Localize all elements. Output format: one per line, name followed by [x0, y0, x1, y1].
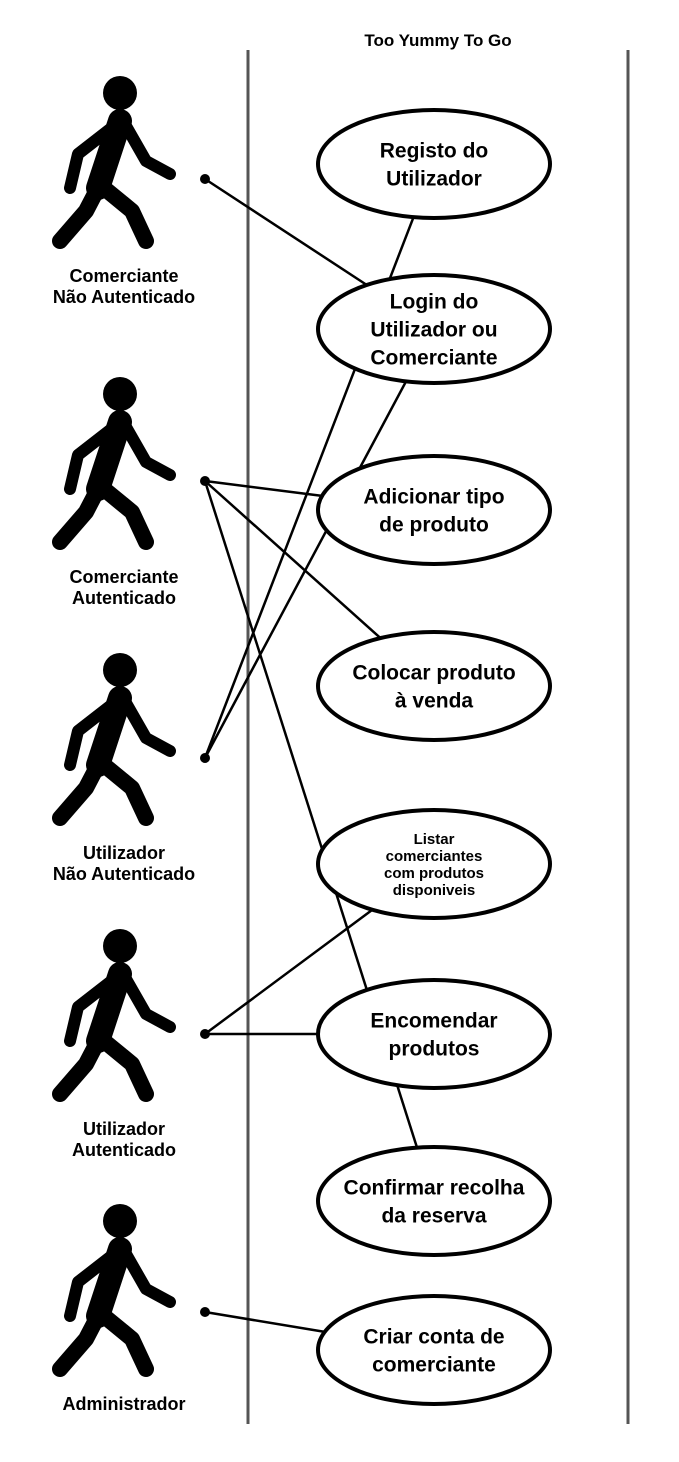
use-case-label: Login do — [390, 290, 479, 313]
association-line-comerciante-nao-autenticado-to-login-do-utilizador-ou-comerciante — [204, 177, 368, 287]
use-case-label: Listar — [414, 831, 455, 848]
use-case-label: à venda — [395, 689, 474, 712]
actor-label: Não Autenticado — [53, 864, 195, 884]
use-case-label: comerciante — [372, 1353, 496, 1376]
walking-person-icon — [52, 76, 176, 249]
use-case-label: Encomendar — [370, 1009, 497, 1032]
associations — [200, 174, 419, 1334]
use-case-ellipse — [316, 108, 552, 220]
use-case-label: disponiveis — [393, 882, 476, 899]
use-case-label: Comerciante — [370, 346, 497, 369]
use-case-label: Registo do — [380, 139, 489, 162]
actor-label: Autenticado — [72, 1140, 176, 1160]
use-case-encomendar-produtos[interactable]: Encomendar produtos — [316, 978, 552, 1090]
use-case-registo-do-utilizador[interactable]: Registo do Utilizador — [316, 108, 552, 220]
association-endpoint-dot — [200, 753, 210, 763]
use-case-ellipse — [316, 630, 552, 742]
use-case-login-do-utilizador-ou-comerciante[interactable]: Login do Utilizador ou Comerciante — [316, 273, 552, 385]
actor-label: Autenticado — [72, 588, 176, 608]
association-endpoint-dot — [200, 1307, 210, 1317]
actor-administrador[interactable]: Administrador — [52, 1204, 186, 1414]
use-case-label: Criar conta de — [363, 1325, 504, 1348]
association-line-comerciante-autenticado-to-colocar-produto-a-venda — [204, 480, 382, 640]
system-title: Too Yummy To Go — [364, 31, 511, 50]
use-case-ellipse — [316, 978, 552, 1090]
use-case-ellipse — [316, 1145, 552, 1257]
association-endpoint-dot — [200, 476, 210, 486]
use-case-label: Utilizador ou — [370, 318, 497, 341]
use-case-ellipse — [316, 1294, 552, 1406]
association-line-utilizador-autenticado-to-listar-comerciantes — [204, 908, 374, 1036]
walking-person-icon — [52, 653, 176, 826]
association-line-administrador-to-criar-conta-de-comerciante — [204, 1310, 325, 1334]
use-case-label: produtos — [389, 1037, 480, 1060]
actor-label: Comerciante — [69, 567, 178, 587]
use-case-label: Utilizador — [386, 167, 482, 190]
use-case-label: Confirmar recolha — [344, 1176, 525, 1199]
use-case-ellipse — [316, 808, 552, 920]
use-case-label: Colocar produto — [352, 661, 515, 684]
use-case-adicionar-tipo-de-produto[interactable]: Adicionar tipo de produto — [316, 454, 552, 566]
use-case-label: de produto — [379, 513, 489, 536]
use-case-label: com produtos — [384, 865, 484, 882]
use-case-ellipse — [316, 273, 552, 385]
use-case-label: comerciantes — [386, 848, 483, 865]
walking-person-icon — [52, 929, 176, 1102]
association-line-comerciante-autenticado-to-adicionar-tipo-de-produto — [204, 479, 323, 498]
use-case-criar-conta-de-comerciante[interactable]: Criar conta de comerciante — [316, 1294, 552, 1406]
use-case-label: Adicionar tipo — [363, 485, 504, 508]
use-case-confirmar-recolha-da-reserva[interactable]: Confirmar recolha da reserva — [316, 1145, 552, 1257]
actor-label: Utilizador — [83, 843, 165, 863]
actor-label: Não Autenticado — [53, 287, 195, 307]
association-endpoint-dot — [200, 174, 210, 184]
association-line-utilizador-nao-autenticado-to-login-do-utilizador-ou-comerciante — [203, 380, 408, 759]
use-case-ellipse — [316, 454, 552, 566]
association-endpoint-dot — [200, 1029, 210, 1039]
use-case-colocar-produto-a-venda[interactable]: Colocar produto à venda — [316, 630, 552, 742]
actor-label: Comerciante — [69, 266, 178, 286]
walking-person-icon — [52, 1204, 176, 1377]
system-boundary — [246, 50, 630, 1424]
actor-label: Administrador — [62, 1394, 185, 1414]
actor-label: Utilizador — [83, 1119, 165, 1139]
use-case-label: da reserva — [381, 1204, 486, 1227]
walking-person-icon — [52, 377, 176, 550]
